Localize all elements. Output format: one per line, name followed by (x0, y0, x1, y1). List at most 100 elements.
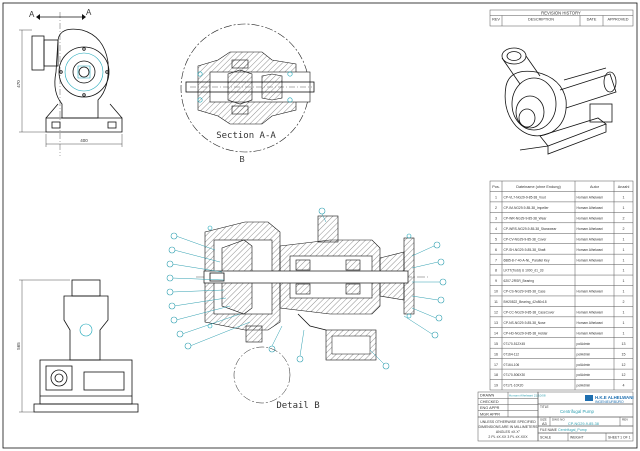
tb-size: A3 (542, 422, 547, 426)
bom-cell-qty: 1 (623, 290, 625, 294)
revision-header-approved: APPROVED (607, 18, 628, 22)
bom-cell-name: 07170-512X45 (504, 342, 526, 346)
bom-cell-pos: 10 (494, 290, 498, 294)
tb-scale-caption: SCALE (540, 436, 552, 440)
bom-cell-pos: 4 (495, 227, 497, 231)
bom-cell-pos: 3 (495, 216, 497, 220)
bom-cell-name: CP-NS-NG29-9-85-38_Nose (504, 321, 546, 325)
bom-cell-author: Homam Alhelwani (577, 321, 604, 325)
bom-cell-qty: 1 (623, 331, 625, 335)
tb-note-4: 2 PL ±X.XX 3 PL ±X.XXX (488, 435, 528, 439)
front-view: A A 470 400 (16, 8, 123, 156)
bom-cell-author: Homam Alhelwani (577, 290, 604, 294)
bom-cell-name: 07164-112 (504, 352, 520, 356)
bom-cell-author: Homam Alhelwani (577, 196, 604, 200)
bom-cell-pos: 6 (495, 248, 497, 252)
revision-title: REVISION HISTORY (541, 10, 581, 15)
section-a-a-view: Section A-A B (180, 23, 315, 164)
bom-cell-author: Homam Alhelwani (577, 258, 604, 262)
bom-cell-pos: 16 (494, 352, 498, 356)
bom-cell-qty: 1 (623, 196, 625, 200)
tb-note-1: UNLESS OTHERWISE SPECIFIED (480, 420, 536, 424)
tb-title-caption: TITLE (540, 405, 549, 409)
tb-weight-caption: WEIGHT (570, 436, 584, 440)
cut-label-a-right: A (86, 8, 92, 17)
detail-b-circle (233, 346, 291, 404)
bom-cell-author: Homam Alhelwani (577, 248, 604, 252)
bom-cell-name: CP-WR-NG29-9-85-38_Wear (504, 216, 548, 220)
bom-cell-name: CP-VL7-NG29-9-85-38_Vout (504, 196, 546, 200)
bom-cell-author: Homam Alhelwani (577, 331, 604, 335)
dimension-height: 470 (16, 80, 21, 88)
tb-label-mgr-appr: MGR APPR (480, 412, 500, 416)
bom-cell-name: CP-SH-NG29-9-85-38_Shaft (504, 248, 546, 252)
detail-label: Detail B (276, 401, 319, 411)
bom-cell-qty: 2 (623, 216, 625, 220)
tb-note-3: ANGLES ±X.X° (496, 430, 521, 434)
tb-label-checked: CHECKED (480, 400, 499, 404)
bom-cell-author: Homam Alhelwani (577, 311, 604, 315)
company-logo-mark (585, 395, 593, 401)
revision-header-description: DESCRIPTION (528, 18, 554, 22)
title-block: DRAWN CHECKED ENG APPR MGR APPR Homam Al… (477, 391, 634, 442)
main-section-view: Detail B (166, 207, 447, 411)
bom-cell-author: Homam Alhelwani (577, 206, 604, 210)
bom-cell-name: 6207-2RSR_Bearing (504, 279, 535, 283)
bom-cell-author: polAdmin (577, 373, 591, 377)
side-view: 565 (16, 279, 139, 413)
tb-label-eng-appr: ENG APPR (480, 406, 500, 410)
bom-cell-qty: 12 (622, 363, 626, 367)
bom-cell-pos: 14 (494, 331, 498, 335)
bom-cell-author: polAdmin (577, 342, 591, 346)
bom-cell-pos: 8 (495, 269, 497, 273)
tb-file-caption: FILE NAME (540, 428, 557, 432)
dimension-side-height: 565 (16, 342, 21, 350)
bom-cell-qty: 12 (622, 373, 626, 377)
bom-cell-pos: 5 (495, 237, 497, 241)
tb-dwg-caption: DWG NO (552, 418, 565, 422)
bom-cell-name: CP-WRS-NG29-9-85-38_Stanzwear (504, 227, 558, 231)
bom-cell-qty: 13 (622, 342, 626, 346)
section-label: Section A-A (216, 131, 276, 141)
bom-cell-qty: 1 (623, 248, 625, 252)
bom-cell-qty: 4 (623, 384, 625, 388)
bom-cell-pos: 12 (494, 311, 498, 315)
isometric-view (501, 47, 617, 155)
bom-cell-pos: 9 (495, 279, 497, 283)
bom-cell-qty: 1 (623, 258, 625, 262)
bom-cell-name: 07164-106 (504, 363, 520, 367)
bom-cell-qty: 1 (623, 321, 625, 325)
bom-header-name: Dateiname (ohne Endung) (516, 185, 561, 189)
bom-cell-author: Homam Alhelwani (577, 216, 604, 220)
bom-cell-name: CP-IM-NG29-9-85-38_Impeller (504, 206, 550, 210)
bom-cell-name: 07171-10X20 (504, 384, 524, 388)
bom-cell-qty: 15 (622, 352, 626, 356)
bom-cell-name: CP-CS-NG29-9-85-38_Case (504, 290, 546, 294)
bom-cell-pos: 7 (495, 258, 497, 262)
bom-cell-qty: 1 (623, 206, 625, 210)
bom-cell-pos: 13 (494, 321, 498, 325)
bom-cell-pos: 17 (494, 363, 498, 367)
bom-cell-name: BH20822_Bearing_42x80x18 (504, 300, 547, 304)
tb-dwg: CP-NG29-9-85-38 (568, 422, 599, 426)
bom-cell-qty: 1 (623, 311, 625, 315)
bom-cell-pos: 19 (494, 384, 498, 388)
bom-cell-author: polAdmin (577, 384, 591, 388)
tb-file: Centrifugal_Pump (558, 428, 587, 432)
bom-cell-name: CP-CC-NG29-9-85-38_CaseCover (504, 311, 556, 315)
tb-label-drawn: DRAWN (480, 394, 494, 398)
tb-company-sub: INGENIEURBÜRO (595, 400, 624, 404)
bom-header-qty: Anzahl (618, 185, 630, 189)
bom-header-author: Autor (590, 185, 600, 189)
bom-cell-pos: 1 (495, 196, 497, 200)
bom-cell-author: polAdmin (577, 363, 591, 367)
revision-table: REVISION HISTORY REV DESCRIPTION DATE AP… (489, 9, 634, 27)
tb-title: Centrifugal Pump (560, 409, 594, 414)
tb-note-2: DIMENSIONS ARE IN MILLIMETERS (479, 425, 539, 429)
bom-cell-qty: 1 (623, 269, 625, 273)
tb-sheet: SHEET 1 OF 1 (608, 436, 631, 440)
revision-header-rev: REV (492, 18, 500, 22)
bom-cell-name: CP-CV-NG29-9-85-38_Cover (504, 237, 548, 241)
bom-cell-pos: 15 (494, 342, 498, 346)
